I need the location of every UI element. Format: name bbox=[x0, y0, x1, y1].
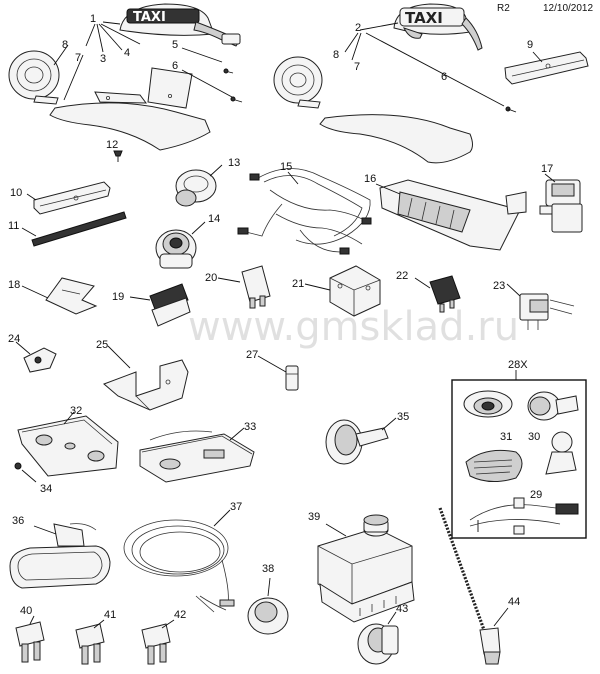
screw-34 bbox=[14, 462, 37, 483]
relay-22 bbox=[414, 275, 461, 313]
bracket-25 bbox=[103, 345, 189, 411]
callout-23: 23 bbox=[493, 280, 505, 292]
taxi-sign-1: TAXI bbox=[119, 3, 241, 47]
callout-22: 22 bbox=[396, 270, 408, 282]
callout-6a: 6 bbox=[172, 60, 178, 72]
callout-35: 35 bbox=[397, 411, 409, 423]
socket-43 bbox=[357, 611, 399, 665]
actuator-17 bbox=[539, 173, 583, 233]
relay-23 bbox=[506, 283, 575, 330]
bracket-3 bbox=[94, 91, 148, 104]
callout-19: 19 bbox=[112, 291, 124, 303]
callout-40: 40 bbox=[20, 605, 32, 617]
callout-7a: 7 bbox=[75, 52, 81, 64]
callout-28x: 28X bbox=[508, 359, 528, 371]
callout-10: 10 bbox=[10, 187, 22, 199]
callout-5: 5 bbox=[172, 39, 178, 51]
strip-11 bbox=[21, 211, 127, 247]
taxi-sign-text-2: TAXI bbox=[405, 9, 443, 27]
kit-28x bbox=[451, 370, 587, 539]
socket-14 bbox=[155, 221, 206, 269]
callout-25: 25 bbox=[96, 339, 108, 351]
callout-13: 13 bbox=[228, 157, 240, 169]
callout-31: 31 bbox=[500, 431, 512, 443]
mat-7a bbox=[49, 102, 211, 151]
screw-6a bbox=[230, 96, 243, 103]
bracket-9 bbox=[504, 51, 589, 85]
mat-7b bbox=[319, 114, 473, 164]
harness-15 bbox=[237, 168, 372, 255]
callout-labels: 1 2 3 4 5 6 6 7 7 8 8 9 10 11 12 13 14 1… bbox=[8, 13, 553, 621]
lamp-33 bbox=[139, 427, 255, 483]
taxi-sign-2: TAXI bbox=[393, 3, 483, 51]
callout-8a: 8 bbox=[62, 39, 68, 51]
taxi-sign-text: TAXI bbox=[133, 10, 166, 25]
date-label: 12/10/2012 bbox=[543, 3, 593, 14]
callout-9: 9 bbox=[527, 39, 533, 51]
fuse-42 bbox=[141, 619, 175, 665]
callout-14: 14 bbox=[208, 213, 220, 225]
relay-20 bbox=[217, 265, 271, 309]
callout-1: 1 bbox=[90, 13, 96, 25]
bracket-18 bbox=[21, 277, 98, 315]
callout-43: 43 bbox=[396, 603, 408, 615]
callout-37: 37 bbox=[230, 501, 242, 513]
plate-4 bbox=[147, 67, 193, 109]
callout-38: 38 bbox=[262, 563, 274, 575]
callout-17: 17 bbox=[541, 163, 553, 175]
antenna-44 bbox=[438, 507, 509, 665]
leaders-1 bbox=[53, 21, 233, 101]
callout-6b: 6 bbox=[441, 71, 447, 83]
callout-27: 27 bbox=[246, 349, 258, 361]
callout-3: 3 bbox=[100, 53, 106, 65]
grommet-13 bbox=[175, 164, 223, 207]
callout-39: 39 bbox=[308, 511, 320, 523]
fuse-holder-19 bbox=[129, 283, 191, 327]
screw-5 bbox=[223, 68, 234, 74]
callout-16: 16 bbox=[364, 173, 376, 185]
callout-12: 12 bbox=[106, 139, 118, 151]
coil-8a bbox=[8, 50, 60, 105]
box-39 bbox=[317, 514, 415, 623]
callout-41: 41 bbox=[104, 609, 116, 621]
callout-18: 18 bbox=[8, 279, 20, 291]
fuse-41 bbox=[75, 619, 105, 665]
callout-20: 20 bbox=[205, 272, 217, 284]
callout-4: 4 bbox=[124, 47, 130, 59]
callout-33: 33 bbox=[244, 421, 256, 433]
callout-8b: 8 bbox=[333, 49, 339, 61]
leaders-2 bbox=[344, 22, 505, 107]
bracket-10 bbox=[26, 181, 111, 215]
callout-30: 30 bbox=[528, 431, 540, 443]
grommet-38 bbox=[247, 577, 289, 635]
grommet-35 bbox=[325, 417, 397, 465]
callout-34: 34 bbox=[40, 483, 52, 495]
callout-29: 29 bbox=[530, 489, 542, 501]
console-16 bbox=[375, 179, 527, 251]
mirror-32 bbox=[17, 411, 119, 477]
revision-label: R2 bbox=[497, 3, 510, 14]
connector-27 bbox=[257, 355, 299, 391]
callout-36: 36 bbox=[12, 515, 24, 527]
callout-11: 11 bbox=[8, 220, 19, 232]
callout-7b: 7 bbox=[354, 61, 360, 73]
module-21 bbox=[304, 265, 381, 317]
mirror-36 bbox=[9, 523, 111, 589]
screw-6b bbox=[505, 106, 517, 113]
callout-32: 32 bbox=[70, 405, 82, 417]
coil-8b bbox=[273, 56, 323, 109]
screw-12 bbox=[113, 150, 123, 162]
callout-2: 2 bbox=[355, 22, 361, 34]
fuse-40 bbox=[15, 615, 45, 663]
callout-21: 21 bbox=[292, 278, 304, 290]
clip-24 bbox=[15, 341, 57, 373]
callout-42: 42 bbox=[174, 609, 186, 621]
callout-44: 44 bbox=[508, 596, 520, 608]
cable-37 bbox=[123, 509, 235, 613]
callout-24: 24 bbox=[8, 333, 20, 345]
callout-15: 15 bbox=[280, 161, 292, 173]
